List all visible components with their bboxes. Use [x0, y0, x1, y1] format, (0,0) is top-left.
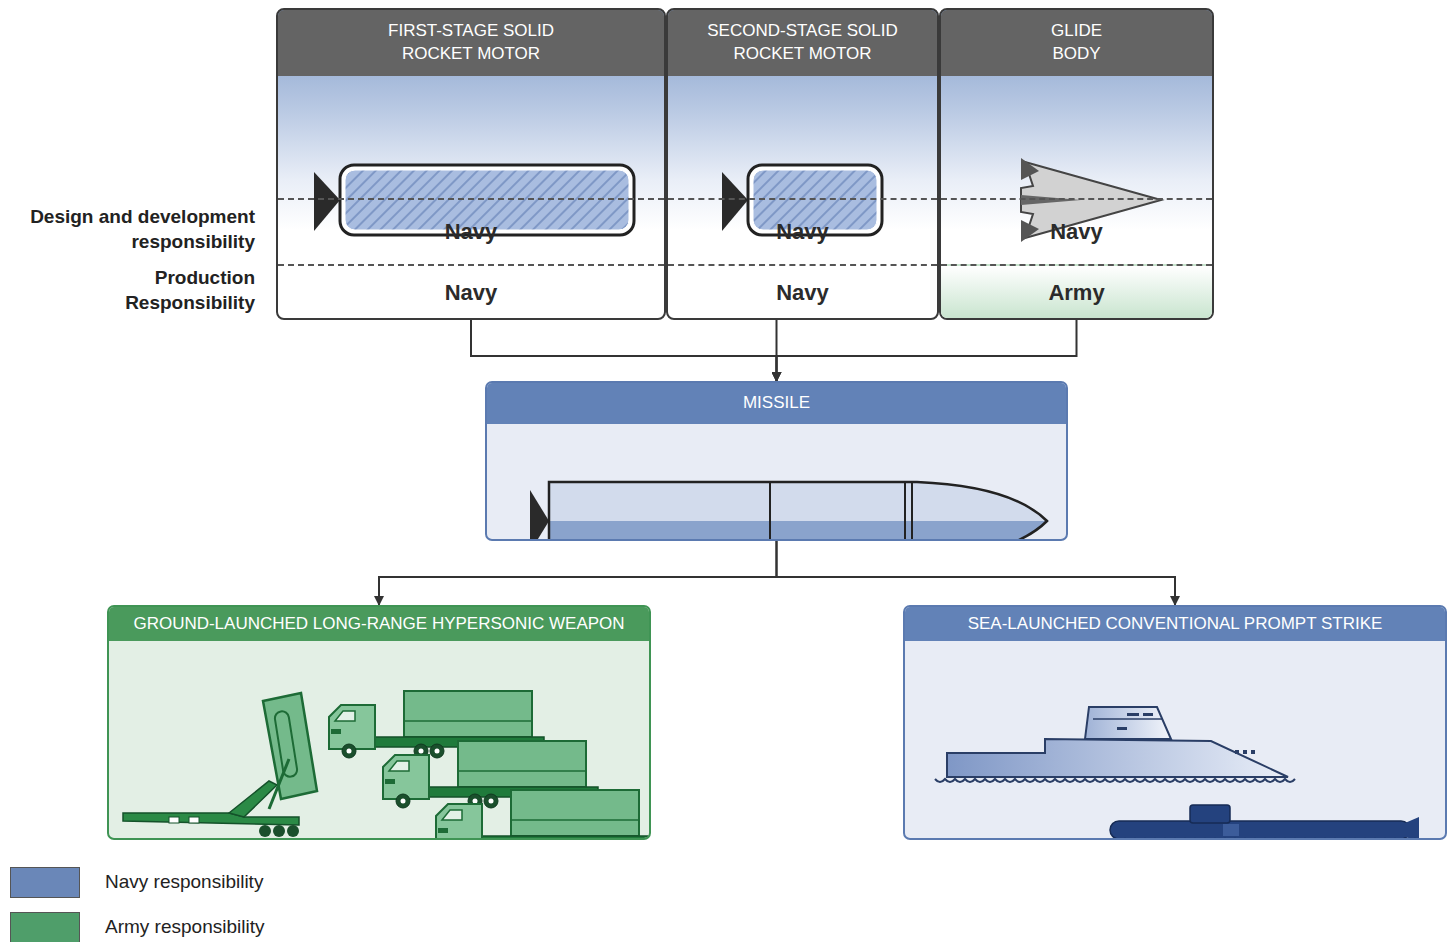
panel-box: MISSILE: [485, 381, 1068, 541]
ship-illustration: [905, 641, 1445, 840]
box-header: SEA-LAUNCHED CONVENTIONAL PROMPT STRIKE: [905, 607, 1445, 641]
header-text: GLIDE BODY: [1032, 20, 1122, 66]
launcher-illustration: [109, 641, 649, 840]
responsibility-cell: Navy: [278, 264, 664, 320]
box-header: SECOND-STAGE SOLID ROCKET MOTOR: [668, 10, 937, 76]
flow-connector: [777, 320, 1077, 381]
cell-text: Army: [1048, 280, 1104, 306]
responsibility-cell: Navy: [941, 198, 1212, 264]
flow-connector: [379, 541, 777, 605]
header-text: SEA-LAUNCHED CONVENTIONAL PROMPT STRIKE: [968, 613, 1383, 636]
box-header: GROUND-LAUNCHED LONG-RANGE HYPERSONIC WE…: [109, 607, 649, 641]
cell-text: Navy: [445, 219, 498, 245]
legend-swatch: [10, 867, 80, 898]
header-text: FIRST-STAGE SOLID ROCKET MOTOR: [371, 20, 571, 66]
component-column: GLIDE BODY NavyArmy: [939, 8, 1214, 320]
cell-text: Navy: [445, 280, 498, 306]
cell-text: Navy: [1050, 219, 1103, 245]
panel-box: SEA-LAUNCHED CONVENTIONAL PROMPT STRIKE: [903, 605, 1447, 840]
flow-connector: [777, 541, 1176, 605]
header-text: MISSILE: [743, 392, 810, 415]
component-column: FIRST-STAGE SOLID ROCKET MOTORNavyNavy: [276, 8, 666, 320]
row-label: Design and development responsibility: [2, 204, 255, 254]
responsibility-cell: Navy: [278, 198, 664, 264]
legend-swatch: [10, 912, 80, 942]
legend-text: Army responsibility: [105, 915, 264, 939]
flow-connector: [471, 320, 777, 381]
header-text: SECOND-STAGE SOLID ROCKET MOTOR: [703, 20, 903, 66]
box-header: MISSILE: [487, 383, 1066, 424]
box-header: GLIDE BODY: [941, 10, 1212, 76]
responsibility-cell: Navy: [668, 264, 937, 320]
legend-text: Navy responsibility: [105, 870, 263, 894]
box-header: FIRST-STAGE SOLID ROCKET MOTOR: [278, 10, 664, 76]
panel-box: GROUND-LAUNCHED LONG-RANGE HYPERSONIC WE…: [107, 605, 651, 840]
row-label: Production Responsibility: [55, 265, 255, 315]
cell-text: Navy: [776, 280, 829, 306]
responsibility-cell: Navy: [668, 198, 937, 264]
component-column: SECOND-STAGE SOLID ROCKET MOTORNavyNavy: [666, 8, 939, 320]
responsibility-cell: Army: [941, 264, 1212, 320]
cell-text: Navy: [776, 219, 829, 245]
missile-illustration: [487, 424, 1066, 541]
header-text: GROUND-LAUNCHED LONG-RANGE HYPERSONIC WE…: [133, 613, 624, 636]
